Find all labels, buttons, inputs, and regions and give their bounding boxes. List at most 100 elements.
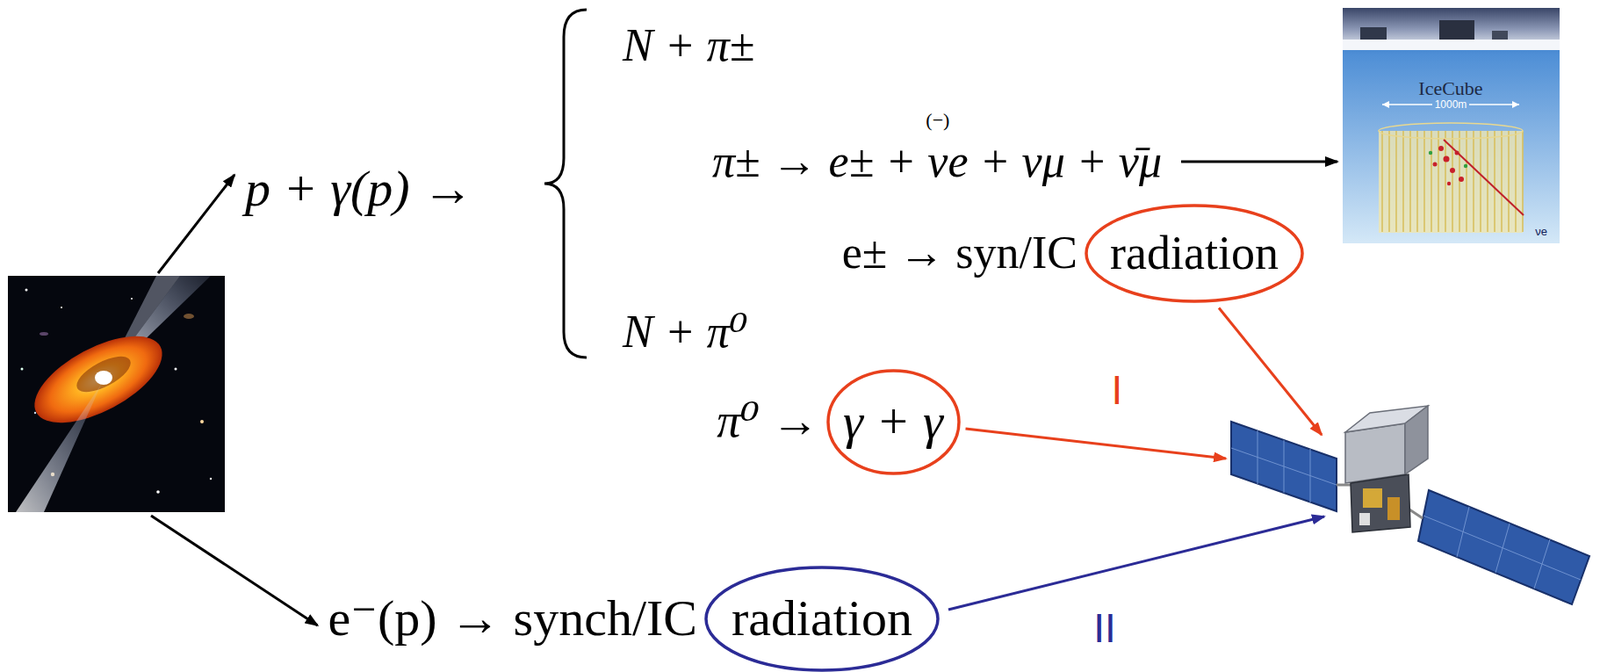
reaction-product: N + π± bbox=[622, 20, 755, 71]
agn-jet-picture-part bbox=[71, 349, 136, 400]
agn-jet-picture-part bbox=[174, 367, 178, 371]
icecube-picture-part bbox=[1428, 151, 1468, 168]
icecube-picture-part-part bbox=[1423, 130, 1426, 232]
icecube-picture-part-part bbox=[1521, 130, 1524, 232]
icecube-picture-part-part bbox=[1458, 176, 1464, 182]
channel-number: II bbox=[1093, 605, 1117, 651]
particle-label: νe bbox=[1535, 225, 1548, 238]
icecube-picture-part-part bbox=[1433, 162, 1438, 167]
icecube-picture-part bbox=[1342, 7, 1560, 244]
emission-equation: e⁻(p) → synch/IC bbox=[328, 590, 698, 647]
satellite-picture-part-part bbox=[1231, 447, 1337, 485]
highlight-ellipse: radiation bbox=[1084, 203, 1305, 303]
icecube-picture-part bbox=[1439, 20, 1475, 40]
satellite-picture-part bbox=[1345, 423, 1406, 483]
ellipse-outline-shape bbox=[828, 370, 959, 474]
satellite-picture-part bbox=[1409, 509, 1423, 519]
icecube-picture-part bbox=[1378, 130, 1523, 233]
pointer-arrow bbox=[151, 515, 318, 626]
agn-jet-picture-part bbox=[183, 313, 195, 319]
satellite-picture-part bbox=[1418, 490, 1590, 605]
icecube-picture-part bbox=[1382, 100, 1390, 109]
satellite-picture-part-part bbox=[1423, 515, 1581, 580]
icecube-picture-part-part bbox=[1463, 164, 1468, 168]
curly-brace bbox=[544, 9, 587, 358]
agn-jet-picture-part bbox=[130, 297, 133, 300]
channel-arrow bbox=[965, 428, 1227, 459]
ellipse-outline-shape bbox=[706, 567, 938, 671]
icecube-picture-part-part bbox=[1451, 130, 1454, 232]
dimension-label: 1000m bbox=[1434, 99, 1468, 110]
satellite-picture-part bbox=[1362, 488, 1383, 508]
icecube-picture-part-part bbox=[1438, 145, 1444, 152]
icecube-picture-part bbox=[1433, 145, 1465, 186]
icecube-picture-part bbox=[1512, 100, 1520, 109]
agn-jet-picture-part bbox=[15, 382, 102, 512]
icecube-picture-part-part bbox=[1388, 130, 1391, 232]
agn-jet-picture-part bbox=[21, 367, 24, 371]
highlight-ellipse: γ + γ bbox=[826, 368, 961, 476]
icecube-picture-part-part bbox=[1479, 130, 1482, 232]
icecube-picture-part bbox=[1378, 122, 1523, 139]
highlight-ellipse: radiation bbox=[704, 565, 940, 672]
satellite-picture-part bbox=[1359, 512, 1370, 526]
icecube-picture-part bbox=[1443, 139, 1524, 216]
icecube-picture-part bbox=[1342, 39, 1560, 51]
agn-jet-picture-part bbox=[21, 318, 175, 441]
agn-jet-picture-part bbox=[156, 490, 160, 494]
icecube-picture-part-part bbox=[1444, 130, 1447, 232]
ellipse-text: radiation bbox=[1109, 229, 1279, 277]
icecube-picture-part bbox=[1382, 130, 1523, 232]
icecube-picture-part-part bbox=[1500, 130, 1503, 232]
ellipse-outline-shape bbox=[1086, 205, 1303, 302]
icecube-picture-part-part bbox=[1507, 130, 1510, 232]
icecube-picture-part-part bbox=[1430, 130, 1433, 232]
satellite-picture-part bbox=[1423, 506, 1581, 589]
pointer-arrow bbox=[1181, 160, 1338, 164]
agn-jet-picture-part bbox=[39, 331, 49, 336]
icecube-picture-part-part bbox=[1381, 130, 1384, 232]
icecube-picture-part-part bbox=[1416, 130, 1419, 232]
satellite-picture-part bbox=[1405, 405, 1428, 475]
reaction-product: N + π⁰ bbox=[622, 306, 749, 357]
decay-equation: π± → e± + νe + νμ + ν̄μ bbox=[712, 136, 1162, 187]
agn-jet-picture-part bbox=[94, 370, 113, 385]
satellite-picture bbox=[1231, 405, 1590, 605]
icecube-picture-part bbox=[1382, 103, 1433, 106]
icecube-picture-part-part bbox=[1395, 130, 1398, 232]
icecube-picture-part-part bbox=[1472, 130, 1475, 232]
icecube-picture-part-part bbox=[1514, 130, 1517, 232]
satellite-picture-part bbox=[1231, 430, 1337, 503]
satellite-picture-part bbox=[1387, 497, 1400, 520]
ellipse-text: γ + γ bbox=[843, 396, 944, 447]
agn-jet-picture-part bbox=[34, 411, 37, 414]
channel-number: I bbox=[1111, 367, 1124, 413]
icecube-picture-part bbox=[1360, 27, 1387, 40]
icecube-picture bbox=[1342, 7, 1560, 244]
icecube-picture-part-part bbox=[1428, 151, 1433, 155]
icecube-picture-part-part bbox=[1402, 130, 1405, 232]
channel-arrow bbox=[1218, 308, 1322, 436]
antiparticle-mark: (−) bbox=[925, 109, 950, 131]
icecube-picture-part-part bbox=[1443, 156, 1450, 163]
icecube-picture-part-part bbox=[1449, 167, 1456, 173]
decay-equation: π⁰ → bbox=[716, 395, 819, 447]
icecube-picture-part-part bbox=[1465, 130, 1468, 232]
agn-jet-picture-part bbox=[209, 477, 212, 480]
reaction-equation: p + γ(p) → bbox=[245, 160, 474, 217]
satellite-picture-part bbox=[1350, 474, 1411, 533]
icecube-picture-part-part bbox=[1437, 130, 1440, 232]
agn-jet-picture-part bbox=[60, 306, 63, 309]
detector-title: IceCube bbox=[1418, 79, 1483, 99]
icecube-picture-part bbox=[1469, 103, 1520, 106]
agn-jet-picture-part bbox=[200, 419, 204, 424]
ellipse-text: radiation bbox=[731, 592, 913, 644]
agn-jet-picture-part bbox=[7, 275, 225, 512]
icecube-picture-part bbox=[1491, 30, 1508, 40]
icecube-box: IceCube1000m νe bbox=[1342, 7, 1560, 244]
agn-jet-picture bbox=[7, 275, 225, 512]
emission-equation: e± → syn/IC bbox=[842, 227, 1078, 278]
